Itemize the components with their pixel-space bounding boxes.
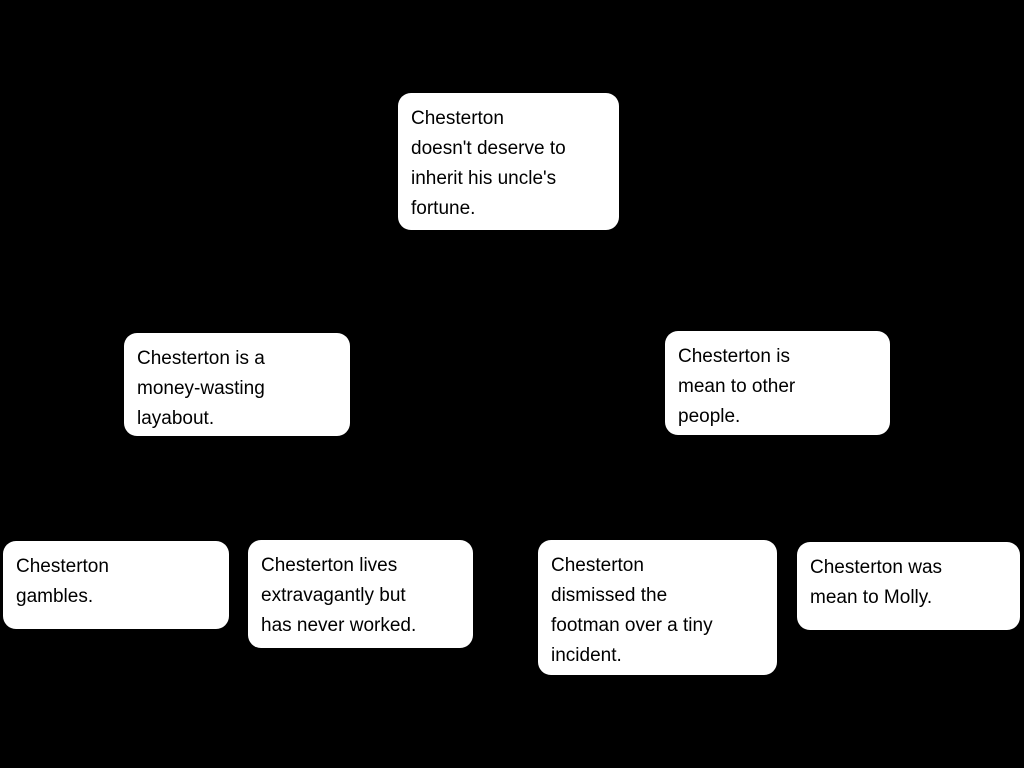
argument-node-premise-extravagant[interactable]: Chesterton lives extravagantly but has n… — [248, 540, 473, 648]
argument-node-premise-molly[interactable]: Chesterton was mean to Molly. — [797, 542, 1020, 630]
argument-node-premise-gambles[interactable]: Chesterton gambles. — [3, 541, 229, 629]
argument-node-middle-left[interactable]: Chesterton is a money-wasting layabout. — [124, 333, 350, 436]
argument-node-premise-footman[interactable]: Chesterton dismissed the footman over a … — [538, 540, 777, 675]
argument-node-conclusion[interactable]: Chesterton doesn't deserve to inherit hi… — [398, 93, 619, 230]
argument-node-middle-right[interactable]: Chesterton is mean to other people. — [665, 331, 890, 435]
